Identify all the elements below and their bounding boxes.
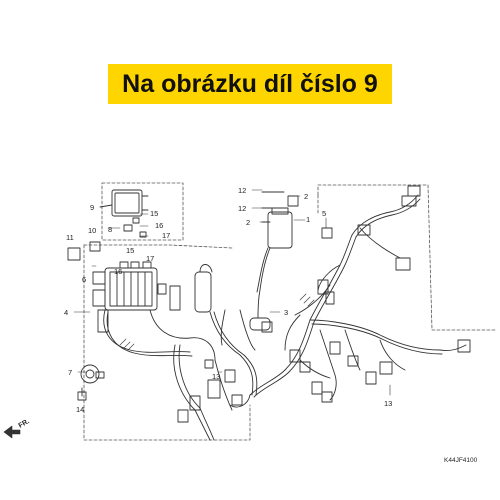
connectors	[177, 185, 471, 423]
front-direction-arrow-icon: FR.	[3, 418, 31, 439]
callout-17b: 17	[146, 254, 154, 263]
callout-13b: 13	[384, 399, 392, 408]
relay-parts-10-11	[67, 241, 109, 333]
callout-12b: 12	[238, 204, 246, 213]
callout-5: 5	[322, 209, 326, 218]
callout-2b: 2	[246, 218, 250, 227]
callout-9: 9	[90, 203, 94, 212]
callout-labels: 1 2 2 3 4 5 6 7 8 9 10 11 12 12 13 13 14…	[64, 186, 392, 414]
direction-label: FR.	[18, 418, 31, 430]
callout-6: 6	[82, 275, 86, 284]
callout-2a: 2	[304, 192, 308, 201]
callout-15a: 15	[150, 209, 158, 218]
ignition-coil-part-1	[249, 191, 299, 333]
callout-3: 3	[284, 308, 288, 317]
clamp-hatching	[119, 293, 315, 351]
callout-14: 14	[76, 405, 84, 414]
callout-1: 1	[306, 215, 310, 224]
relay-unit-part-9	[99, 189, 149, 238]
banner-text: Na obrázku díl číslo 9	[122, 69, 378, 98]
horn-part-7	[77, 364, 105, 401]
main-harness	[103, 194, 467, 441]
callout-4: 4	[64, 308, 68, 317]
callout-8: 8	[108, 225, 112, 234]
diagram-code: K44JF4100	[444, 457, 478, 464]
fuse-box-assembly	[104, 261, 213, 313]
callout-11: 11	[66, 233, 74, 242]
callout-17a: 17	[162, 231, 170, 240]
callout-12a: 12	[238, 186, 246, 195]
callout-16a: 16	[155, 221, 163, 230]
boundary-lines	[83, 182, 496, 441]
part-number-banner: Na obrázku díl číslo 9	[108, 64, 392, 104]
callout-7: 7	[68, 368, 72, 377]
callout-10: 10	[88, 226, 96, 235]
leader-lines	[73, 189, 391, 396]
callout-13a: 13	[212, 372, 220, 381]
callout-16b: 16	[114, 267, 122, 276]
callout-15b: 15	[126, 246, 134, 255]
